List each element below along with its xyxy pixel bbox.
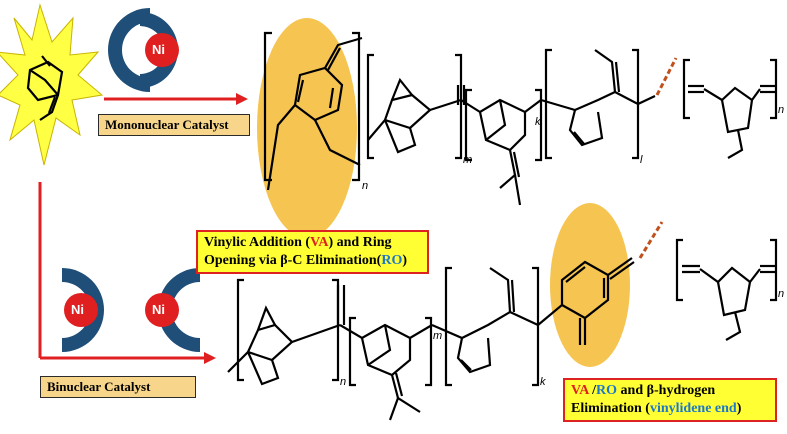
mono-ni-label: Ni [152,42,165,57]
top-sub-n2: n [778,104,785,116]
bottom-note-ro: RO [596,383,618,398]
bottom-note-sep: / [588,383,597,398]
top-highlight-ellipse [257,18,357,238]
binuclear-catalyst-label: Binuclear Catalyst [40,376,196,398]
top-note-text-1: Vinylic Addition ( [204,235,311,250]
top-sub-k: k [535,116,541,128]
top-note-ro: RO [381,253,403,268]
bottom-note-vinylidene: vinylidene end [649,401,737,416]
bi-ni-label-right: Ni [152,302,165,317]
bottom-polymer-structure [227,238,778,421]
bottom-highlight-ellipse [550,203,630,367]
top-note-text-4: ) [402,253,408,268]
bi-ni-atom-left [64,293,98,327]
top-polymer-structure [263,31,778,206]
bottom-sub-k: k [540,376,546,388]
mononuclear-catalyst-label: Mononuclear Catalyst [98,114,250,136]
bottom-note-text-3: ) [736,401,742,416]
mono-ni-atom [145,33,179,67]
bi-catalyst-cup-left [62,268,104,352]
bottom-note-va: VA [571,383,589,398]
top-dashed-end [655,57,678,96]
red-arrows [38,93,248,364]
top-sub-l: l [640,154,643,166]
bottom-note-text-2: Elimination ( [571,401,650,416]
top-note-text-3: Opening via β-C Elimination( [204,253,382,268]
top-note-text-2: ) and Ring [328,235,392,250]
bi-ni-label-left: Ni [71,302,84,317]
bi-ni-atom-right [145,293,179,327]
top-note-va: VA [310,235,329,250]
mono-catalyst-cup-left [108,8,150,92]
bottom-sub-m: m [433,330,443,342]
bottom-dashed-end [638,221,664,259]
enb-monomer-structure [26,55,64,121]
bi-catalyst-cup-right [158,268,200,352]
top-mechanism-note: Vinylic Addition (VA) and Ring Opening v… [196,230,429,274]
bottom-mechanism-note: VA /RO and β-hydrogen Elimination (vinyl… [563,378,777,422]
top-sub-m: m [463,154,473,166]
top-sub-n: n [362,180,369,192]
bottom-sub-n: n [340,376,347,388]
bottom-note-text-1: and β-hydrogen [617,383,716,398]
bottom-sub-n2: n [778,288,785,300]
monomer-starburst [0,3,104,166]
